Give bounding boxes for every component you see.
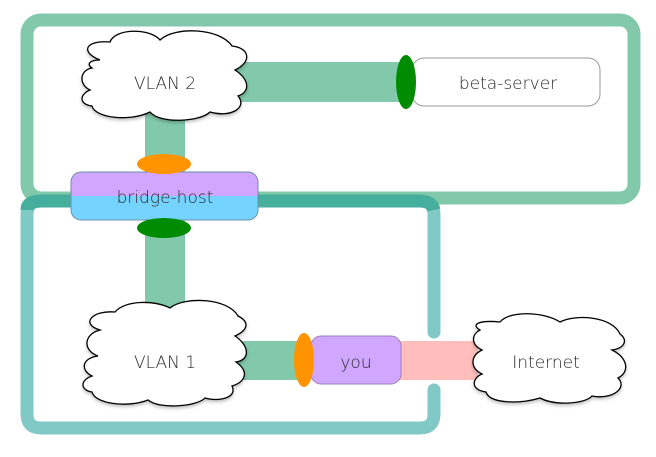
cloud-shape (82, 299, 248, 407)
cloud-internet[interactable] (472, 313, 627, 404)
cloud-shape (81, 30, 248, 121)
bridge-host-top-half (71, 172, 258, 196)
bridge-host-bottom-half (71, 196, 258, 220)
port-bridge-host-vlan1 (137, 218, 191, 238)
beta-server-label: beta-server (459, 74, 557, 94)
vlan2-label: VLAN 2 (134, 74, 196, 94)
cloud-shape (472, 313, 627, 404)
bridge-host-label: bridge-host (117, 188, 214, 208)
you-label: you (340, 353, 371, 373)
cloud-vlan2[interactable] (81, 30, 248, 121)
link-you-internet (398, 341, 478, 380)
link-vlan2-beta-server (230, 62, 410, 102)
port-beta-server-vlan2 (396, 55, 416, 109)
port-you-vlan1 (294, 333, 314, 387)
vlan1-label: VLAN 1 (134, 353, 196, 373)
cloud-vlan1[interactable] (82, 299, 248, 407)
port-bridge-host-vlan2 (137, 154, 191, 174)
internet-label: Internet (512, 353, 580, 373)
